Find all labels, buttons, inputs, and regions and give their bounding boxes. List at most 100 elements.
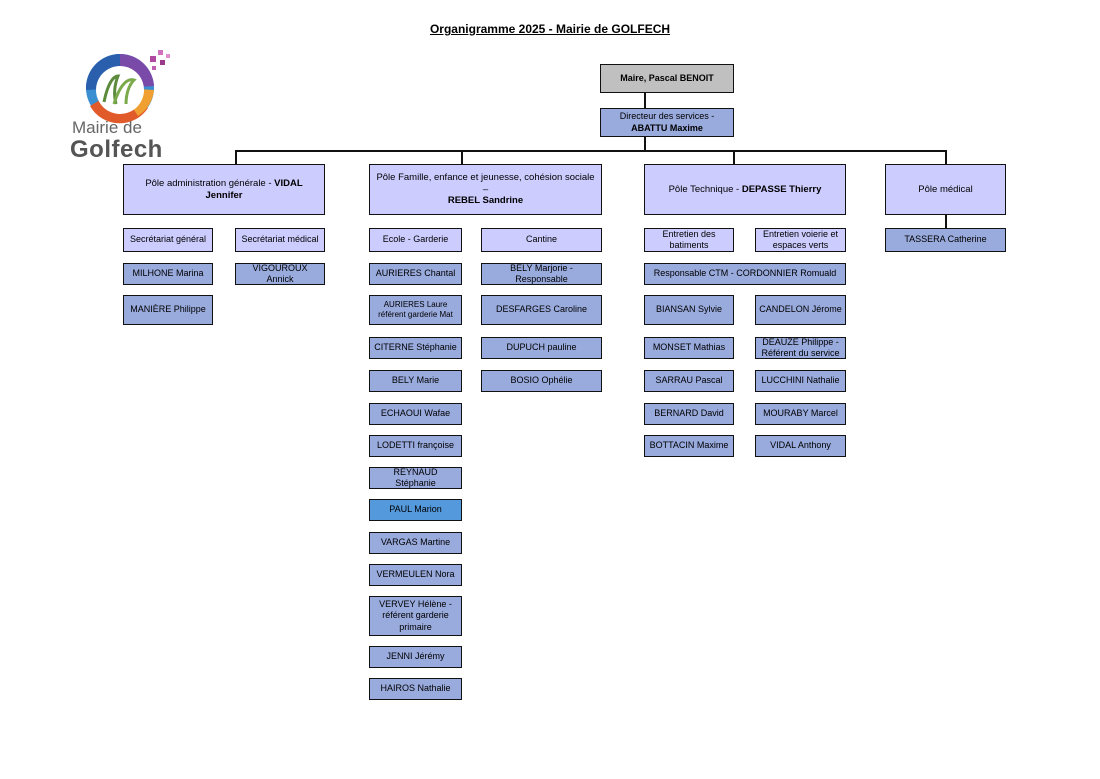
staff-box: JENNI Jérémy [369,646,462,668]
pole-admin-box: Pôle administration générale - VIDAL Jen… [123,164,325,215]
staff-name: VERMEULEN Nora [376,569,455,580]
staff-name: HAIROS Nathalie [380,683,451,694]
pole-medical-label: Pôle médical [918,183,973,195]
responsable-ctm-box: Responsable CTM - CORDONNIER Romuald [644,263,846,285]
connector [461,150,463,164]
staff-box: MOURABY Marcel [755,403,846,425]
connector [945,214,947,228]
staff-name: DEAUZE Philippe - Référent du service [761,337,840,358]
cantine-box: Cantine [481,228,602,252]
staff-name: LODETTI françoise [376,440,455,451]
staff-name: LUCCHINI Nathalie [761,375,840,386]
connector [235,150,237,164]
staff-box: CITERNE Stéphanie [369,337,462,359]
staff-name: VIGOUROUX Annick [252,263,308,284]
secretariat-medical-box: Secrétariat médical [235,228,325,252]
pole-famille-box: Pôle Famille, enfance et jeunesse, cohés… [369,164,602,215]
responsable-ctm-label: Responsable CTM - CORDONNIER Romuald [653,268,837,279]
staff-box: LUCCHINI Nathalie [755,370,846,392]
staff-name: VARGAS Martine [380,537,451,548]
page-title: Organigramme 2025 - Mairie de GOLFECH [429,22,671,36]
staff-name: CITERNE Stéphanie [374,342,457,353]
directeur-label: Directeur des services - [619,111,715,122]
directeur-name: ABATTU Maxime [631,122,703,133]
staff-name: MONSET Mathias [652,342,726,353]
staff-box: BELY Marie [369,370,462,392]
staff-name: BELY Marjorie - Responsable [510,263,573,284]
staff-box: AURIERES Laure référent garderie Mat [369,295,462,325]
directeur-box: Directeur des services - ABATTU Maxime [600,108,734,137]
staff-name: VIDAL Anthony [770,440,831,451]
staff-box: VERVEY Hélène - référent garderie primai… [369,596,462,636]
staff-name: REYNAUD Stéphanie [393,467,438,488]
logo-text-line2: Golfech [70,136,163,163]
staff-box: MANIÈRE Philippe [123,295,213,325]
staff-name: DESFARGES Caroline [495,304,588,315]
connector [733,150,735,164]
staff-name: AURIERES Laure référent garderie Mat [378,300,453,319]
staff-box: VERMEULEN Nora [369,564,462,586]
pole-admin-name: VIDAL Jennifer [205,177,303,201]
pole-technique-box: Pôle Technique - DEPASSE Thierry [644,164,846,215]
staff-box: DUPUCH pauline [481,337,602,359]
pole-famille-label: Pôle Famille, enfance et jeunesse, cohés… [376,171,595,195]
staff-name: MOURABY Marcel [763,408,838,419]
staff-box: DEAUZE Philippe - Référent du service [755,337,846,359]
staff-name: CANDELON Jérome [759,304,842,315]
staff-box: TASSERA Catherine [885,228,1006,252]
staff-box: VIGOUROUX Annick [235,263,325,285]
staff-name: BERNARD David [654,408,724,419]
staff-box: BIANSAN Sylvie [644,295,734,325]
staff-name: BOSIO Ophélie [510,375,573,386]
connector [644,136,646,151]
staff-name: BOTTACIN Maxime [649,440,729,451]
staff-box: LODETTI françoise [369,435,462,457]
staff-box: BERNARD David [644,403,734,425]
connector [945,150,947,164]
staff-name: JENNI Jérémy [386,651,445,662]
staff-name: ECHAOUI Wafae [380,408,451,419]
pole-medical-box: Pôle médical [885,164,1006,215]
pole-famille-name: REBEL Sandrine [447,195,524,207]
staff-box: MONSET Mathias [644,337,734,359]
staff-box: AURIERES Chantal [369,263,462,285]
staff-name: SARRAU Pascal [655,375,723,386]
maire-box: Maire, Pascal BENOIT [600,64,734,93]
pole-technique-label: Pôle Technique - [668,183,742,195]
ecole-garderie-box: Ecole - Garderie [369,228,462,252]
staff-box: BOSIO Ophélie [481,370,602,392]
staff-box: VARGAS Martine [369,532,462,554]
secretariat-general-label: Secrétariat général [129,234,207,245]
golfech-logo-icon [85,50,170,124]
staff-box: VIDAL Anthony [755,435,846,457]
staff-name: BELY Marie [391,375,440,386]
staff-name: MANIÈRE Philippe [130,304,206,315]
staff-box: MILHONE Marina [123,263,213,285]
cantine-label: Cantine [525,234,558,245]
staff-box: HAIROS Nathalie [369,678,462,700]
staff-box: REYNAUD Stéphanie [369,467,462,489]
staff-name: AURIERES Chantal [375,268,456,279]
pole-admin-label: Pôle administration générale - [145,177,275,189]
pole-technique-name: DEPASSE Thierry [741,183,822,195]
staff-box: ECHAOUI Wafae [369,403,462,425]
staff-box: BELY Marjorie - Responsable [481,263,602,285]
connector [235,150,946,152]
entretien-voirie-label: Entretien voierie et espaces verts [762,228,839,250]
entretien-batiments-label: Entretien des batiments [662,228,716,250]
staff-name: BIANSAN Sylvie [655,304,723,315]
secretariat-general-box: Secrétariat général [123,228,213,252]
staff-box: SARRAU Pascal [644,370,734,392]
maire-label: Maire, Pascal BENOIT [620,72,714,83]
staff-box: DESFARGES Caroline [481,295,602,325]
secretariat-medical-label: Secrétariat médical [241,234,319,245]
entretien-voirie-box: Entretien voierie et espaces verts [755,228,846,252]
connector [644,92,646,108]
staff-name: TASSERA Catherine [904,234,987,245]
ecole-garderie-label: Ecole - Garderie [382,234,449,245]
staff-name: DUPUCH pauline [506,342,577,353]
logo-text-line1: Mairie de [72,118,142,137]
staff-box: CANDELON Jérome [755,295,846,325]
staff-box: PAUL Marion [369,499,462,521]
entretien-batiments-box: Entretien des batiments [644,228,734,252]
